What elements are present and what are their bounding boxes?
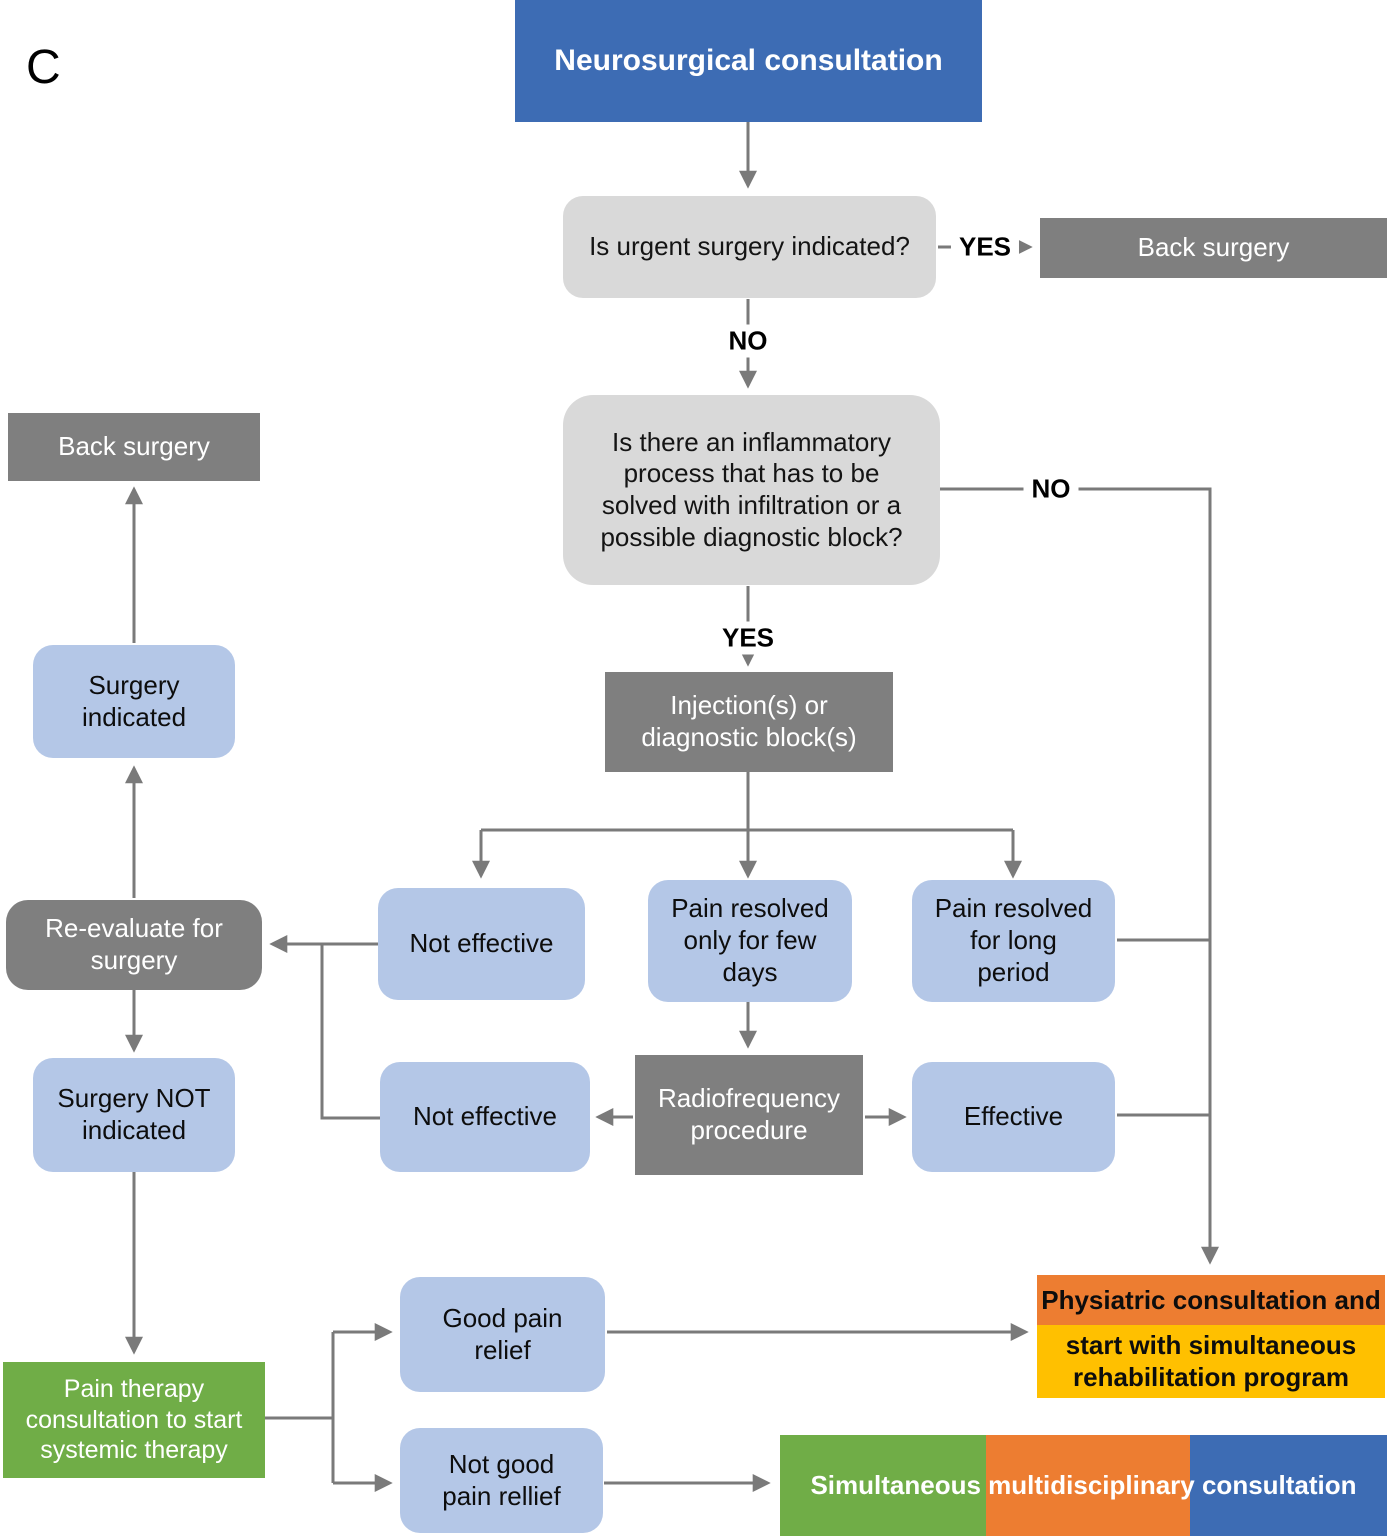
node-label: Is urgent surgery indicated? — [589, 231, 910, 262]
node-label: Radiofrequency procedure — [657, 1083, 841, 1145]
edge-label-no-inflammatory: NO — [1023, 472, 1079, 506]
node-label: Good pain relief — [442, 1302, 563, 1365]
node-label: Surgery NOT indicated — [57, 1083, 211, 1145]
node-good-pain-relief: Good pain relief — [400, 1277, 605, 1392]
node-physiatric-consultation: Physiatric consultation and start with s… — [1037, 1275, 1385, 1398]
figure-label: C — [26, 41, 61, 94]
node-injection-diagnostic-block: Injection(s) or diagnostic block(s) — [605, 672, 893, 772]
node-label: Is there an inflammatory process that ha… — [600, 426, 903, 552]
node-label: Back surgery — [1137, 232, 1290, 263]
node-label: Surgery indicated — [81, 669, 187, 732]
node-inflammatory-question: Is there an inflammatory process that ha… — [563, 395, 940, 585]
node-surgery-indicated: Surgery indicated — [33, 645, 235, 758]
node-not-good-pain-relief: Not good pain rellief — [400, 1428, 603, 1533]
tricolor-blue-segment — [1190, 1435, 1387, 1536]
node-label: Neurosurgical consultation — [554, 43, 943, 77]
node-surgery-not-indicated: Surgery NOT indicated — [33, 1058, 235, 1172]
node-not-effective-radiofrequency: Not effective — [380, 1062, 590, 1172]
tricolor-orange-segment — [986, 1435, 1190, 1536]
node-label: Effective — [963, 1101, 1064, 1132]
node-label: Pain resolved only for few days — [671, 893, 829, 987]
node-pain-therapy-consultation: Pain therapy consultation to start syste… — [3, 1362, 265, 1478]
node-label: start with simultaneous rehabilitation p… — [1065, 1330, 1357, 1392]
tricolor-green-segment — [780, 1435, 986, 1536]
node-label: Not good pain rellief — [442, 1448, 561, 1511]
node-urgent-surgery-question: Is urgent surgery indicated? — [563, 196, 936, 298]
node-label: Not effective — [409, 928, 554, 959]
node-label: Injection(s) or diagnostic block(s) — [641, 690, 857, 752]
node-label: Physiatric consultation and — [1041, 1284, 1381, 1315]
node-neurosurgical-consultation: Neurosurgical consultation — [515, 0, 982, 122]
node-reevaluate-for-surgery: Re-evaluate for surgery — [6, 900, 262, 990]
node-radiofrequency-procedure: Radiofrequency procedure — [635, 1055, 863, 1175]
physiatric-orange-band: Physiatric consultation and — [1037, 1275, 1385, 1325]
physiatric-yellow-band: start with simultaneous rehabilitation p… — [1037, 1325, 1385, 1398]
node-label: Back surgery — [58, 431, 210, 462]
node-simultaneous-multidisciplinary: Simultaneous multidisciplinary consultat… — [780, 1435, 1387, 1536]
node-label: Re-evaluate for surgery — [45, 913, 223, 975]
edge-label-no-urgent: NO — [720, 324, 776, 358]
node-label: Simultaneous multidisciplinary consultat… — [810, 1470, 1357, 1500]
node-label: Pain resolved for long period — [934, 893, 1093, 987]
node-effective: Effective — [912, 1062, 1115, 1172]
edge-label-yes-inflammatory: YES — [713, 621, 783, 655]
node-label: Not effective — [412, 1101, 558, 1132]
edge-label-yes-urgent: YES — [950, 230, 1020, 264]
node-label: Pain therapy consultation to start syste… — [25, 1375, 243, 1465]
node-back-surgery-top: Back surgery — [1040, 218, 1387, 278]
node-not-effective-injection: Not effective — [378, 888, 585, 1000]
node-pain-resolved-few-days: Pain resolved only for few days — [648, 880, 852, 1002]
node-pain-resolved-long-period: Pain resolved for long period — [912, 880, 1115, 1002]
node-back-surgery-left: Back surgery — [8, 413, 260, 481]
